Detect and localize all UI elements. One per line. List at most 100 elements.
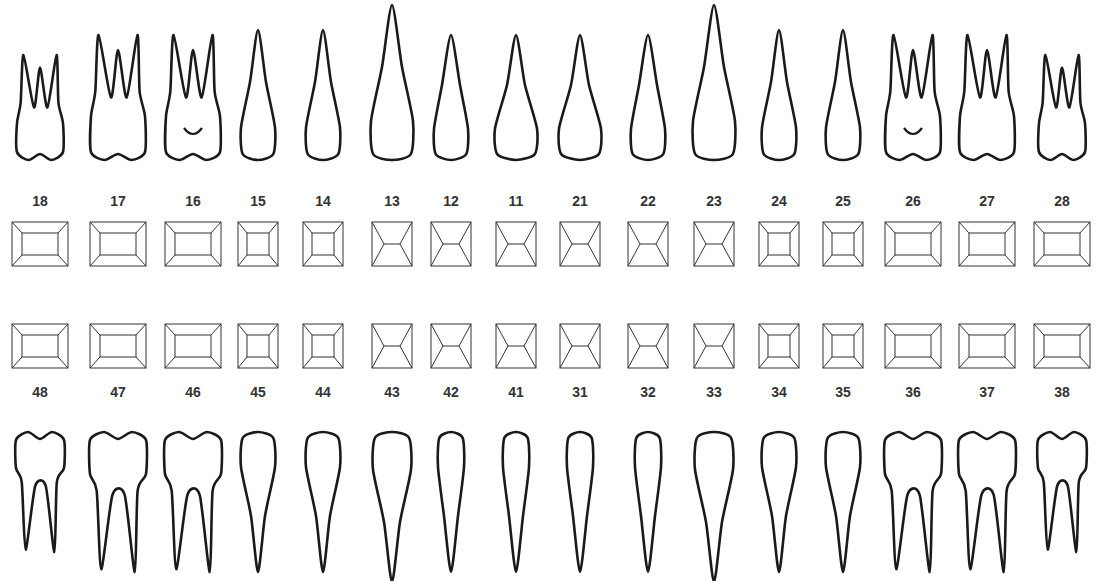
surface-box [372, 324, 412, 368]
tooth-outline [885, 35, 941, 160]
surface-box [823, 222, 863, 266]
tooth-outline [434, 35, 469, 160]
surface-box [560, 222, 600, 266]
tooth-outline [635, 432, 661, 572]
tooth-number: 41 [508, 384, 524, 400]
tooth-number: 13 [384, 193, 400, 209]
tooth-number: 16 [185, 193, 201, 209]
tooth-outline [503, 432, 529, 572]
tooth-number: 23 [706, 193, 722, 209]
tooth-outline [89, 432, 147, 572]
surface-box [372, 222, 412, 266]
tooth-outline [558, 35, 601, 160]
tooth-outline [958, 432, 1016, 572]
tooth-number: 27 [979, 193, 995, 209]
surface-box [628, 222, 668, 266]
tooth-outline [90, 35, 146, 160]
tooth-outline [494, 35, 537, 160]
tooth-number: 18 [32, 193, 48, 209]
tooth-outline [165, 35, 221, 160]
surface-box [431, 222, 471, 266]
surface-box [885, 222, 941, 266]
surface-box [90, 222, 146, 266]
tooth-number: 26 [905, 193, 921, 209]
surface-box [628, 324, 668, 368]
tooth-number: 28 [1054, 193, 1070, 209]
tooth-number: 34 [771, 384, 787, 400]
crown-mark [184, 128, 202, 134]
tooth-outline [826, 432, 861, 572]
surface-box [12, 222, 68, 266]
tooth-number: 25 [835, 193, 851, 209]
surface-box [496, 324, 536, 368]
tooth-outline [241, 30, 276, 160]
tooth-number: 46 [185, 384, 201, 400]
tooth-number: 35 [835, 384, 851, 400]
tooth-outline [826, 30, 861, 160]
tooth-outline [241, 432, 276, 572]
tooth-number: 37 [979, 384, 995, 400]
surface-box [496, 222, 536, 266]
tooth-outline [306, 30, 341, 160]
surface-box [303, 222, 343, 266]
surface-box [238, 222, 278, 266]
surface-box [694, 222, 734, 266]
surface-box [885, 324, 941, 368]
surface-box [959, 324, 1015, 368]
tooth-number: 44 [315, 384, 331, 400]
tooth-outline [16, 55, 63, 160]
tooth-number: 43 [384, 384, 400, 400]
surface-box [694, 324, 734, 368]
surface-box [959, 222, 1015, 266]
tooth-outline [693, 5, 736, 160]
surface-box [431, 324, 471, 368]
tooth-outline [15, 432, 65, 552]
tooth-outline [1038, 55, 1085, 160]
tooth-number: 22 [640, 193, 656, 209]
tooth-number: 32 [640, 384, 656, 400]
tooth-number: 21 [572, 193, 588, 209]
surface-box [759, 222, 799, 266]
tooth-number: 36 [905, 384, 921, 400]
tooth-number: 47 [110, 384, 126, 400]
tooth-outline [567, 432, 593, 572]
surface-box [823, 324, 863, 368]
tooth-outline [959, 35, 1015, 160]
crown-mark [904, 128, 922, 134]
surface-box [238, 324, 278, 368]
tooth-number: 38 [1054, 384, 1070, 400]
tooth-number: 31 [572, 384, 588, 400]
tooth-outline [884, 432, 942, 572]
tooth-outline [438, 432, 464, 572]
surface-box [12, 324, 68, 368]
tooth-number: 42 [443, 384, 459, 400]
surface-box [1034, 324, 1090, 368]
surface-box [165, 324, 221, 368]
tooth-number: 45 [250, 384, 266, 400]
tooth-number: 12 [443, 193, 459, 209]
tooth-number: 33 [706, 384, 722, 400]
surface-box [90, 324, 146, 368]
tooth-outline [371, 5, 414, 160]
surface-box [165, 222, 221, 266]
surface-box [560, 324, 600, 368]
tooth-outline [631, 35, 666, 160]
tooth-number: 11 [509, 193, 524, 209]
tooth-number: 15 [250, 193, 266, 209]
tooth-outline [762, 432, 797, 572]
surface-box [759, 324, 799, 368]
tooth-outline [306, 432, 341, 572]
tooth-outline [373, 432, 412, 581]
tooth-outline [1037, 432, 1087, 552]
tooth-number: 48 [32, 384, 48, 400]
surface-box [1034, 222, 1090, 266]
tooth-number: 24 [771, 193, 787, 209]
surface-box [303, 324, 343, 368]
tooth-number: 14 [315, 193, 331, 209]
tooth-outline [762, 30, 797, 160]
tooth-outline [164, 432, 222, 572]
tooth-number: 17 [110, 193, 126, 209]
tooth-outline [695, 432, 734, 581]
